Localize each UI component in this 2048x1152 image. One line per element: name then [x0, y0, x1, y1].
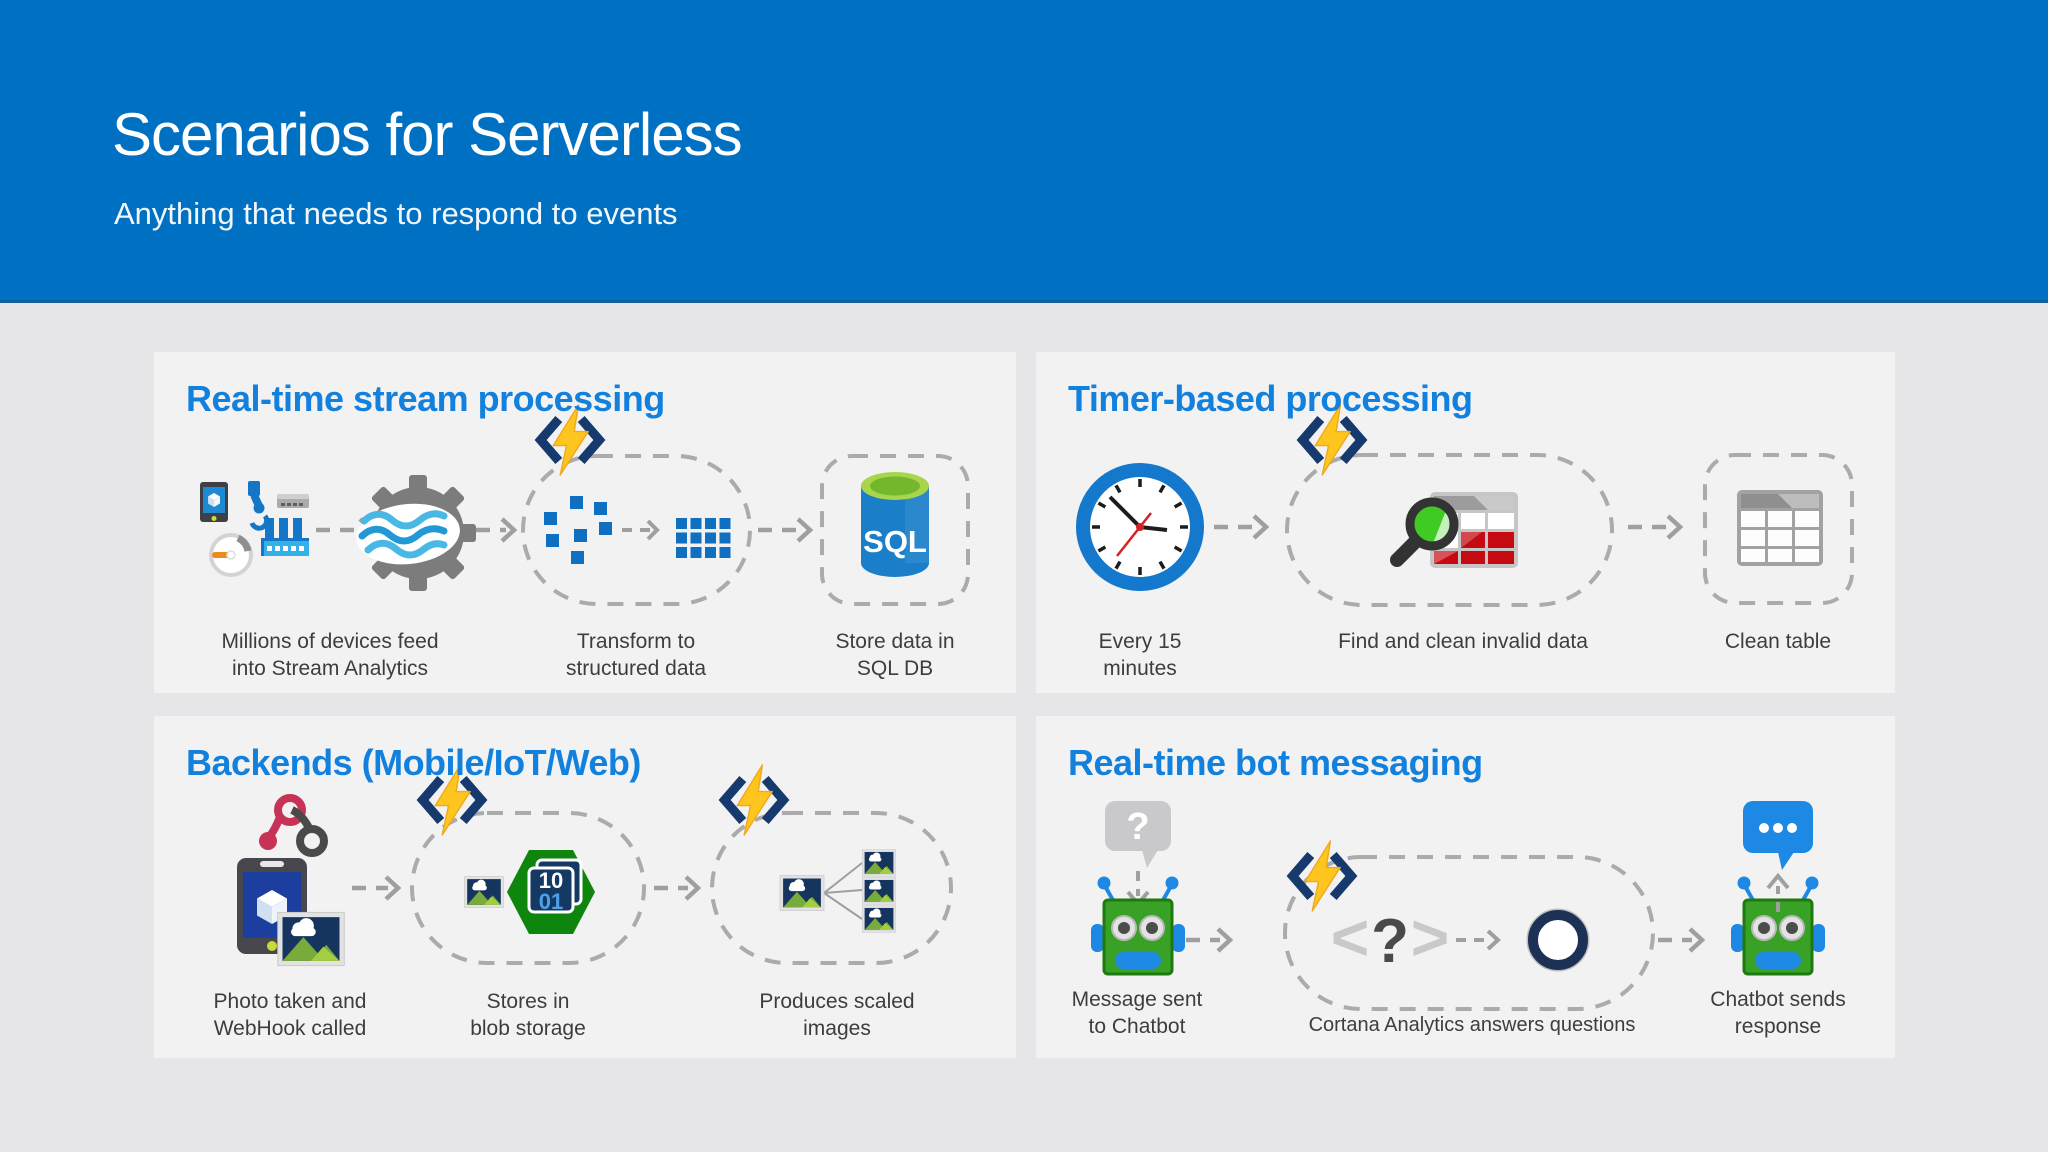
question-mark: ? — [1126, 806, 1149, 848]
process-capsule — [1283, 855, 1655, 1011]
scaled-images-icon — [779, 849, 897, 933]
flow-arrow — [654, 875, 702, 901]
caption-find-clean: Find and clean invalid data — [1338, 630, 1588, 653]
flow-arrow — [476, 517, 518, 543]
process-capsule — [710, 811, 953, 965]
code-question-mark: ? — [1371, 907, 1409, 976]
binary-line1: 10 — [539, 868, 563, 893]
binary-line2: 01 — [539, 889, 563, 914]
caption-store-sql: Store data in SQL DB — [835, 630, 955, 680]
stream-analytics-gear-icon — [356, 475, 476, 591]
cortana-icon — [1526, 908, 1590, 972]
timer-processing-diagram — [1076, 352, 1854, 607]
flow-arrow-small — [622, 519, 660, 541]
up-arrow — [1766, 872, 1790, 912]
clock-icon — [1076, 463, 1204, 591]
process-capsule — [1285, 453, 1614, 607]
caption-clean-table: Clean table — [1724, 630, 1832, 653]
iot-phone-icon — [200, 482, 228, 522]
code-question-icon: < ? > — [1331, 900, 1450, 976]
stream-processing-diagram: SQL — [200, 352, 970, 606]
magnifier-table-icon — [1390, 492, 1518, 568]
flow-arrow — [758, 517, 814, 543]
server-icon — [277, 494, 309, 508]
robot-arm-icon — [248, 481, 270, 531]
process-capsule — [521, 454, 752, 606]
caption-transform: Transform to structured data — [565, 630, 707, 680]
flow-arrow — [1628, 514, 1684, 540]
caption-cortana: Cortana Analytics answers questions — [1308, 1014, 1636, 1036]
factory-icon — [261, 518, 309, 556]
flow-arrow — [1658, 927, 1706, 953]
panel-backends: 10 01 Backends (Mobile/IoT/Web) Pho — [154, 716, 1016, 1058]
sql-database-icon: SQL — [861, 472, 929, 577]
caption-devices: Millions of devices feed into Stream Ana… — [221, 630, 439, 680]
sql-db-box — [820, 454, 970, 606]
panel-stream-processing: SQL Real-time stream processing Millions… — [154, 352, 1016, 693]
caption-every-15: Every 15 minutes — [1098, 630, 1182, 680]
blob-storage-icon: 10 01 — [507, 850, 595, 934]
flow-arrow-small — [1456, 929, 1501, 951]
caption-blob-storage: Stores in blob storage — [470, 990, 586, 1040]
reply-bubble-icon — [1743, 801, 1813, 870]
caption-photo-webhook: Photo taken and WebHook called — [213, 990, 367, 1040]
bot-messaging-diagram: ? < ? > — [1089, 801, 1827, 1011]
code-right-bracket: > — [1411, 900, 1450, 974]
scattered-data-icon — [544, 496, 612, 564]
functions-badge-icon — [725, 765, 784, 835]
panel-bot-messaging: ? < ? > — [1036, 716, 1895, 1058]
header-banner: Scenarios for Serverless Anything that n… — [0, 0, 2048, 303]
webhook-icon — [259, 794, 328, 857]
flow-arrow — [1186, 927, 1234, 953]
page-title: Scenarios for Serverless — [112, 101, 743, 168]
panel-title-bot: Real-time bot messaging — [1068, 742, 1483, 783]
clean-table-box — [1703, 453, 1854, 605]
gauge-icon — [209, 533, 253, 577]
sql-label: SQL — [863, 524, 927, 559]
structured-data-icon — [676, 518, 731, 558]
question-bubble-icon: ? — [1105, 801, 1171, 868]
panel-title-stream: Real-time stream processing — [186, 378, 665, 419]
flow-arrow — [1214, 514, 1270, 540]
caption-message-sent: Message sent to Chatbot — [1071, 988, 1203, 1038]
photo-icon — [464, 876, 504, 908]
page-subtitle: Anything that needs to respond to events — [114, 196, 678, 231]
panel-timer-processing: Timer-based processing Every 15 minutes … — [1036, 352, 1895, 693]
photo-icon — [277, 911, 345, 967]
caption-scaled-images: Produces scaled images — [759, 990, 915, 1040]
backends-diagram: 10 01 — [237, 716, 953, 967]
code-left-bracket: < — [1331, 900, 1370, 974]
panel-title-timer: Timer-based processing — [1068, 378, 1473, 419]
clean-table-icon — [1737, 490, 1823, 566]
flow-arrow — [352, 875, 402, 901]
caption-chatbot-response: Chatbot sends response — [1710, 988, 1846, 1038]
panel-title-backends: Backends (Mobile/IoT/Web) — [186, 742, 641, 783]
process-capsule — [410, 811, 646, 965]
